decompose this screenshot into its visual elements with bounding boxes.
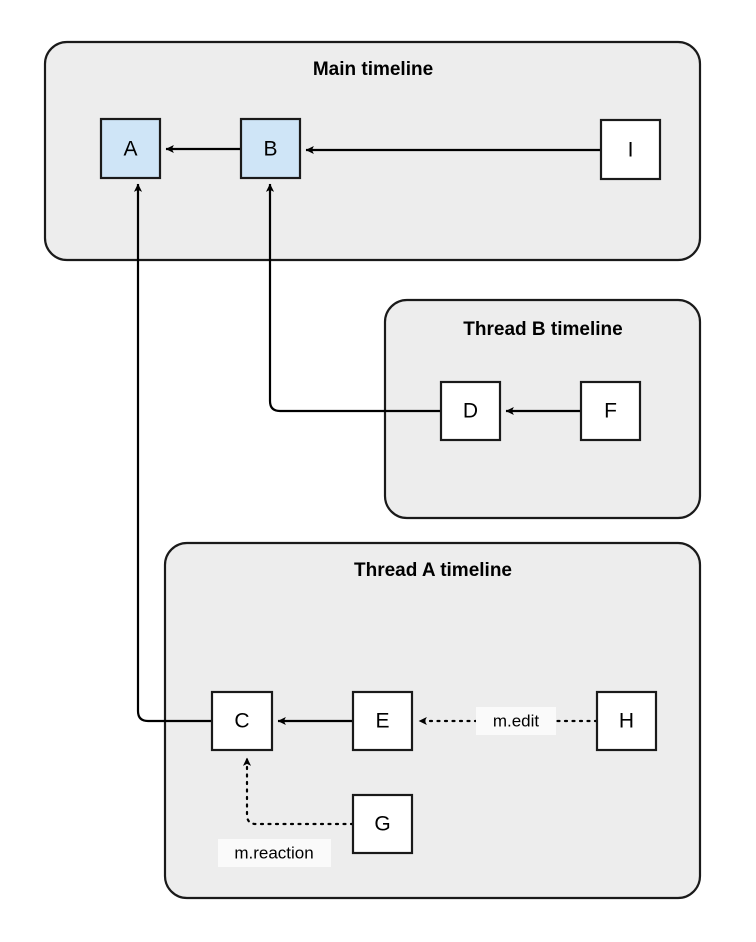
node-label-e: E [375,710,389,733]
edge-c-to-a [133,183,212,723]
node-c[interactable]: C [210,690,274,752]
node-g[interactable]: G [351,793,414,855]
edge-label-m-edit: m.edit [493,711,540,730]
group-title-thread-a: Thread A timeline [354,560,512,581]
node-rect-e[interactable] [351,690,414,752]
node-h[interactable]: H [595,690,658,752]
group-box-thread-b [383,298,702,520]
node-rect-i[interactable] [599,118,662,181]
edge-labels: m.edit m.reaction [218,707,556,867]
group-title-thread-b: Thread B timeline [463,319,622,340]
node-rect-h[interactable] [595,690,658,752]
node-a[interactable]: A [99,117,162,180]
edge-d-to-b [265,183,441,413]
node-rect-a[interactable] [99,117,162,180]
node-label-b: B [263,138,277,161]
edge-label-m-reaction: m.reaction [234,843,313,862]
node-label-d: D [463,400,478,423]
node-rect-c[interactable] [210,690,274,752]
node-i[interactable]: I [599,118,662,181]
node-rect-d[interactable] [439,380,502,442]
node-rect-b[interactable] [239,117,302,180]
node-e[interactable]: E [351,690,414,752]
edge-g-to-c [242,756,355,826]
edge-label-bg-m-edit [476,707,556,735]
node-label-g: G [374,813,390,836]
node-label-i: I [628,139,634,162]
node-label-c: C [234,710,249,733]
node-rect-g[interactable] [351,793,414,855]
group-thread-b-timeline: Thread B timeline [383,298,702,520]
node-label-h: H [619,710,634,733]
group-title-main: Main timeline [313,59,433,80]
node-label-a: A [123,138,137,161]
node-label-f: F [604,400,617,423]
node-b[interactable]: B [239,117,302,180]
node-f[interactable]: F [579,380,642,442]
edge-label-bg-m-reaction [218,839,331,867]
node-d[interactable]: D [439,380,502,442]
edges [133,144,601,826]
node-rect-f[interactable] [579,380,642,442]
